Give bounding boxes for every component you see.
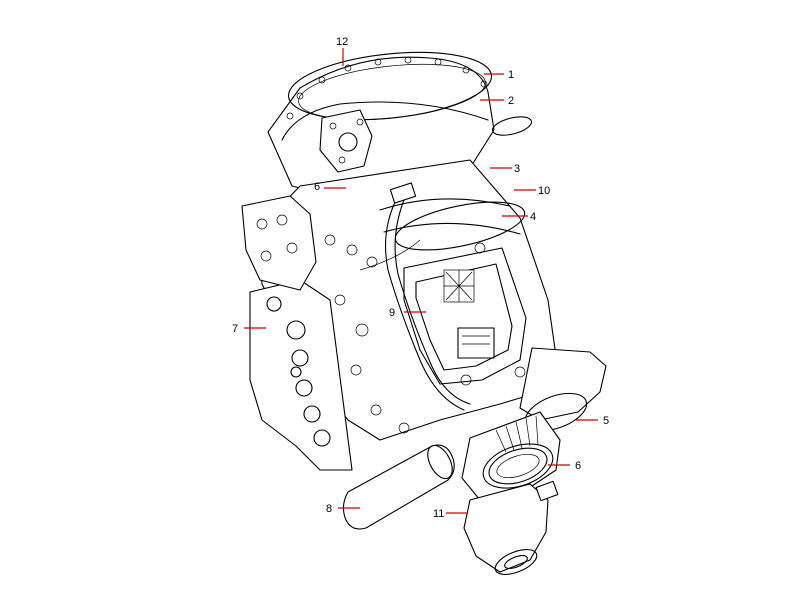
callout-4: 4 xyxy=(502,211,536,223)
transmission-drawing xyxy=(241,51,607,575)
callout-9: 8 xyxy=(326,503,360,515)
callout-5-label: 5 xyxy=(603,415,609,427)
callout-1: 1 xyxy=(484,69,514,81)
callout-6-lower: 6 xyxy=(548,460,581,472)
callout-11-label: 11 xyxy=(433,508,444,520)
callout-12-label: 12 xyxy=(336,36,348,48)
callout-6-upper: 6 xyxy=(314,181,346,193)
callout-5: 5 xyxy=(576,415,609,427)
callout-6-lower-label: 6 xyxy=(575,460,581,472)
callout-11: 11 xyxy=(433,508,468,520)
callout-10: 9 xyxy=(389,307,426,319)
callout-6-upper-label: 6 xyxy=(314,181,320,193)
callout-9-label: 8 xyxy=(326,503,332,515)
callout-2-label: 2 xyxy=(508,95,514,107)
callout-1-label: 1 xyxy=(508,69,514,81)
callout-7: 7 xyxy=(232,323,266,335)
callout-3: 3 xyxy=(490,163,520,175)
callout-2: 2 xyxy=(480,95,514,107)
callout-4-label: 4 xyxy=(530,211,536,223)
callout-3-label: 3 xyxy=(514,163,520,175)
callout-8: 10 xyxy=(514,185,550,197)
callout-7-label: 7 xyxy=(232,323,238,335)
callout-8-label: 10 xyxy=(538,185,550,197)
callout-12: 12 xyxy=(336,36,348,66)
callouts: 1 2 3 10 4 5 6 6 xyxy=(232,36,609,520)
callout-10-label: 9 xyxy=(389,307,395,319)
